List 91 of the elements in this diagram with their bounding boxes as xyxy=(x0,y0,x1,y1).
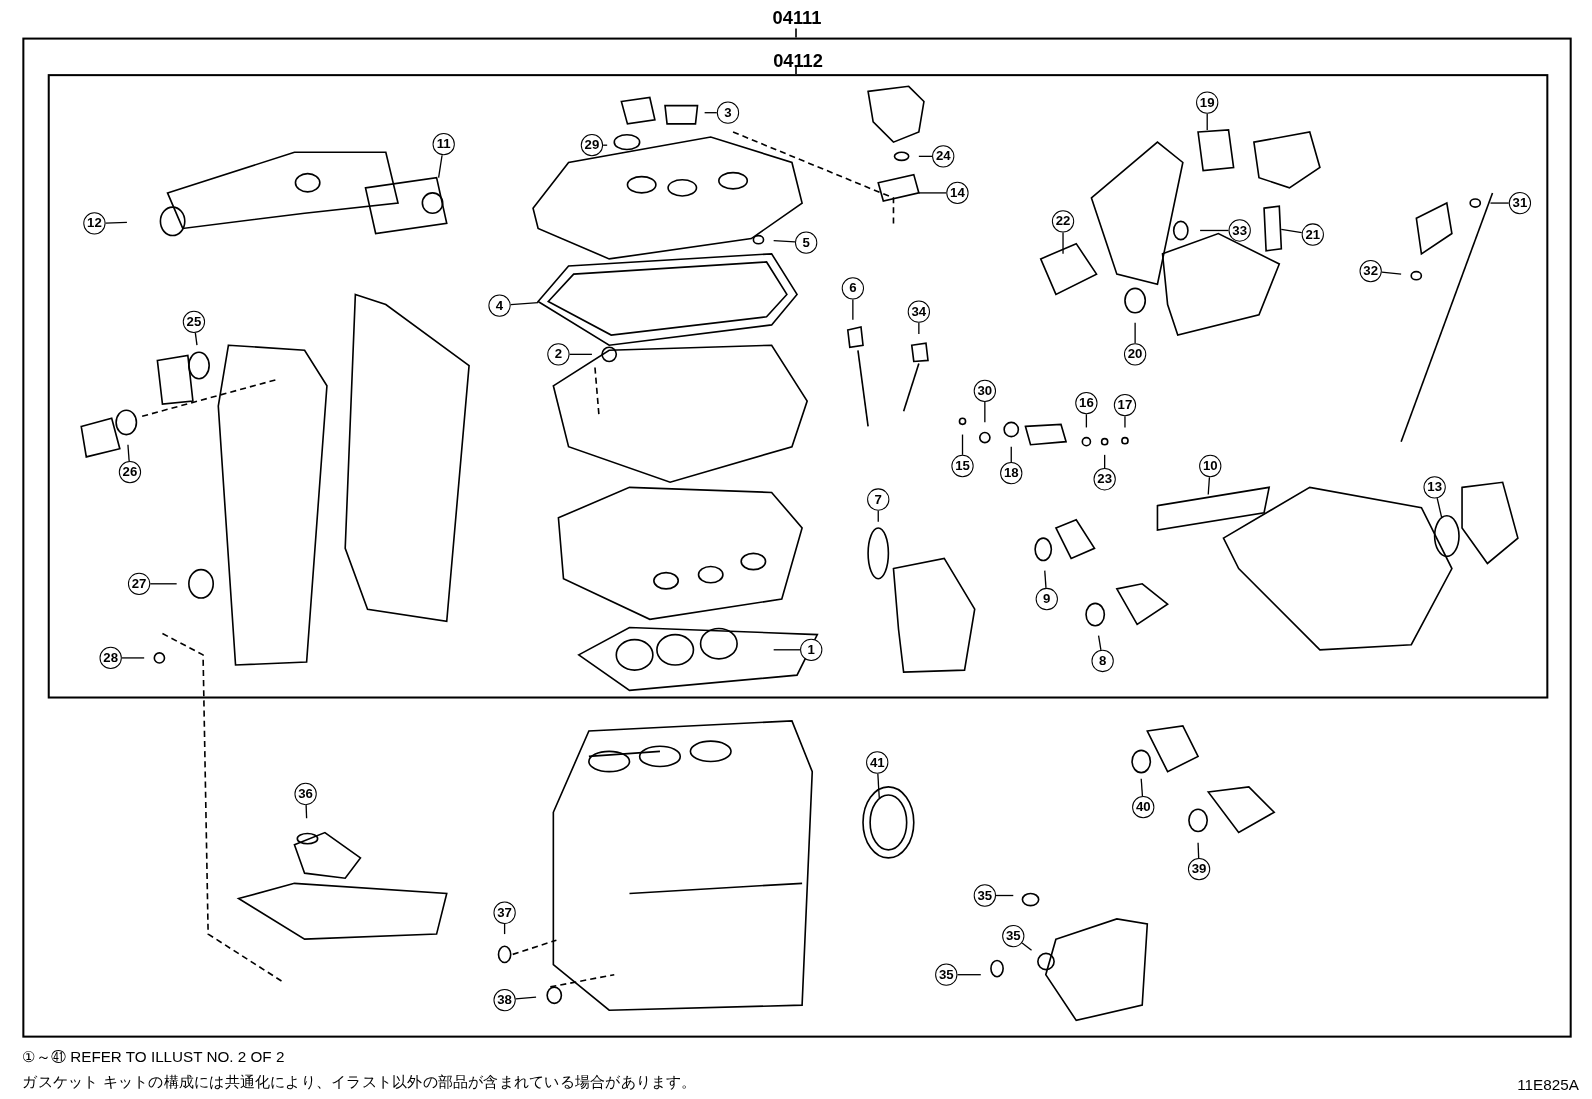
leader-line xyxy=(305,804,308,819)
callout-number: 30 xyxy=(973,379,996,403)
leader-line xyxy=(503,923,506,935)
callout-number: 39 xyxy=(1187,857,1211,881)
leader-line xyxy=(984,401,986,424)
leader-line xyxy=(121,657,145,659)
leader-line xyxy=(1199,229,1230,232)
callout-number: 38 xyxy=(493,988,516,1012)
callout-number: 17 xyxy=(1113,393,1137,417)
leader-line xyxy=(194,332,198,346)
callout-number: 37 xyxy=(493,901,516,924)
leader-line xyxy=(703,112,718,114)
callout-number: 4 xyxy=(488,294,511,317)
callout-number: 25 xyxy=(182,310,206,333)
part-number-heading: 04112 xyxy=(773,50,823,72)
callout-number: 23 xyxy=(1093,468,1116,491)
leader-line xyxy=(773,649,801,651)
leader-line xyxy=(918,322,920,335)
callout-number: 9 xyxy=(1035,587,1058,611)
leader-line xyxy=(773,239,796,243)
leader-line xyxy=(1280,228,1303,234)
leader-line xyxy=(1489,202,1510,204)
leader-line xyxy=(995,894,1014,897)
leader-line xyxy=(1097,634,1102,651)
leader-line xyxy=(568,353,593,355)
leader-line xyxy=(104,221,128,224)
leader-line xyxy=(877,773,880,799)
callout-number: 28 xyxy=(99,646,122,670)
leader-line xyxy=(1197,842,1200,859)
callout-number: 32 xyxy=(1359,259,1382,283)
callout-number: 19 xyxy=(1196,91,1219,114)
leader-line xyxy=(956,974,982,976)
leader-line xyxy=(918,192,947,194)
callout-number: 41 xyxy=(866,751,889,774)
callout-number: 35 xyxy=(935,963,958,986)
leader-line xyxy=(1381,271,1402,275)
leader-line xyxy=(1010,446,1012,463)
leader-line xyxy=(602,144,608,146)
leader-line xyxy=(918,155,933,157)
callout-number: 6 xyxy=(841,277,865,300)
leader-line xyxy=(510,301,539,306)
callout-number: 20 xyxy=(1123,343,1147,366)
callout-number: 27 xyxy=(127,572,151,595)
callout-number: 34 xyxy=(907,300,930,323)
callout-number: 16 xyxy=(1075,391,1098,415)
leader-line xyxy=(1021,942,1033,951)
callout-number: 18 xyxy=(1000,461,1023,485)
part-number-heading: 04111 xyxy=(772,8,822,29)
callout-number: 12 xyxy=(83,212,106,235)
note-text: ガスケット キットの構成には共通化により、イラスト以外の部品が含まれている場合があります。 xyxy=(22,1073,697,1092)
callout-number: 5 xyxy=(795,231,818,254)
leader-line xyxy=(127,444,130,462)
callout-number: 1 xyxy=(800,638,823,661)
callout-number: 3 xyxy=(716,101,740,124)
leader-line xyxy=(961,433,964,456)
leader-line xyxy=(1134,322,1136,344)
callout-number: 10 xyxy=(1199,454,1222,478)
leader-line xyxy=(877,510,879,523)
callout-number: 8 xyxy=(1091,649,1114,673)
callout-number: 21 xyxy=(1301,223,1324,246)
leader-line xyxy=(1436,497,1443,519)
leader-line xyxy=(1140,778,1144,797)
callout-number: 35 xyxy=(973,884,996,907)
callout-number: 11 xyxy=(432,133,455,156)
callout-number: 2 xyxy=(547,343,570,366)
callout-number: 7 xyxy=(867,488,890,511)
leader-line xyxy=(1206,113,1208,131)
callout-number: 15 xyxy=(951,454,974,478)
note-text: ①～㊶ REFER TO ILLUST NO. 2 OF 2 xyxy=(22,1047,285,1067)
leader-line xyxy=(515,996,537,1000)
leader-line xyxy=(1207,476,1211,496)
callout-number: 22 xyxy=(1051,210,1075,233)
leader-line xyxy=(1124,415,1126,429)
callout-number: 26 xyxy=(118,460,142,484)
callout-number: 31 xyxy=(1508,191,1532,215)
leader-line xyxy=(1062,231,1064,255)
callout-number: 36 xyxy=(294,782,317,806)
leader-line xyxy=(852,298,854,321)
leader-line xyxy=(1104,454,1106,469)
illustration-number: 11E825A xyxy=(1517,1076,1579,1095)
callout-number: 33 xyxy=(1228,219,1251,242)
callout-number: 29 xyxy=(580,134,604,157)
callout-number: 40 xyxy=(1132,796,1155,819)
callout-number: 13 xyxy=(1423,476,1446,499)
callout-number: 14 xyxy=(946,181,969,205)
leader-line xyxy=(149,583,178,585)
callout-number: 24 xyxy=(932,145,955,168)
leader-line xyxy=(1044,569,1047,589)
callout-number: 35 xyxy=(1002,924,1025,948)
leader-line xyxy=(1085,413,1088,429)
leader-line xyxy=(437,154,443,179)
